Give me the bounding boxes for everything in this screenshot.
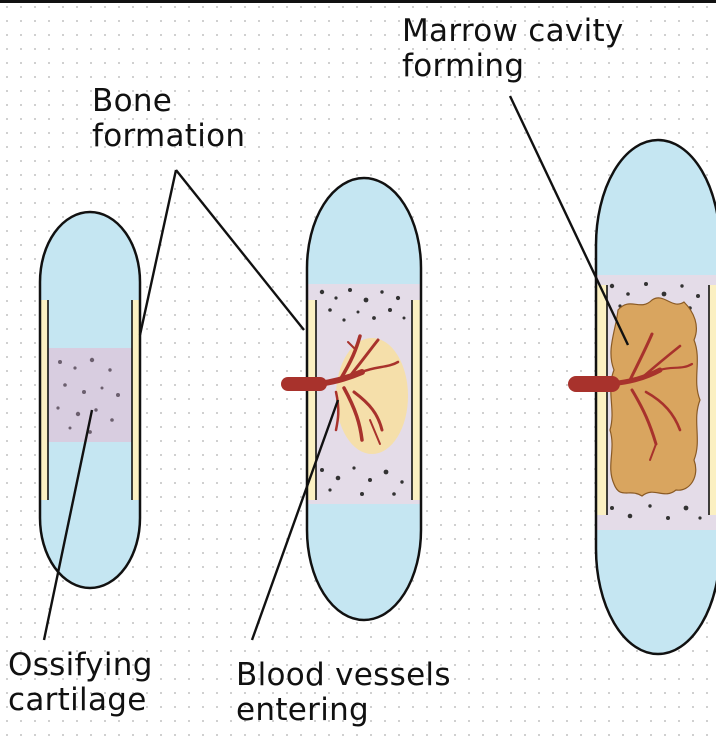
bone-stage-3 [576,140,716,654]
label-blood-vessels-entering: Blood vessels entering [236,658,451,728]
bone-stage-2 [288,178,421,620]
leader-bone-formation-1 [140,170,176,335]
label-bone-formation: Bone formation [92,84,245,154]
leader-bone-formation-2 [176,170,304,330]
label-marrow-cavity-forming: Marrow cavity forming [402,14,624,84]
ossifying-region [40,348,140,442]
bone-stage-1 [40,212,140,588]
label-ossifying-cartilage: Ossifying cartilage [8,648,153,718]
